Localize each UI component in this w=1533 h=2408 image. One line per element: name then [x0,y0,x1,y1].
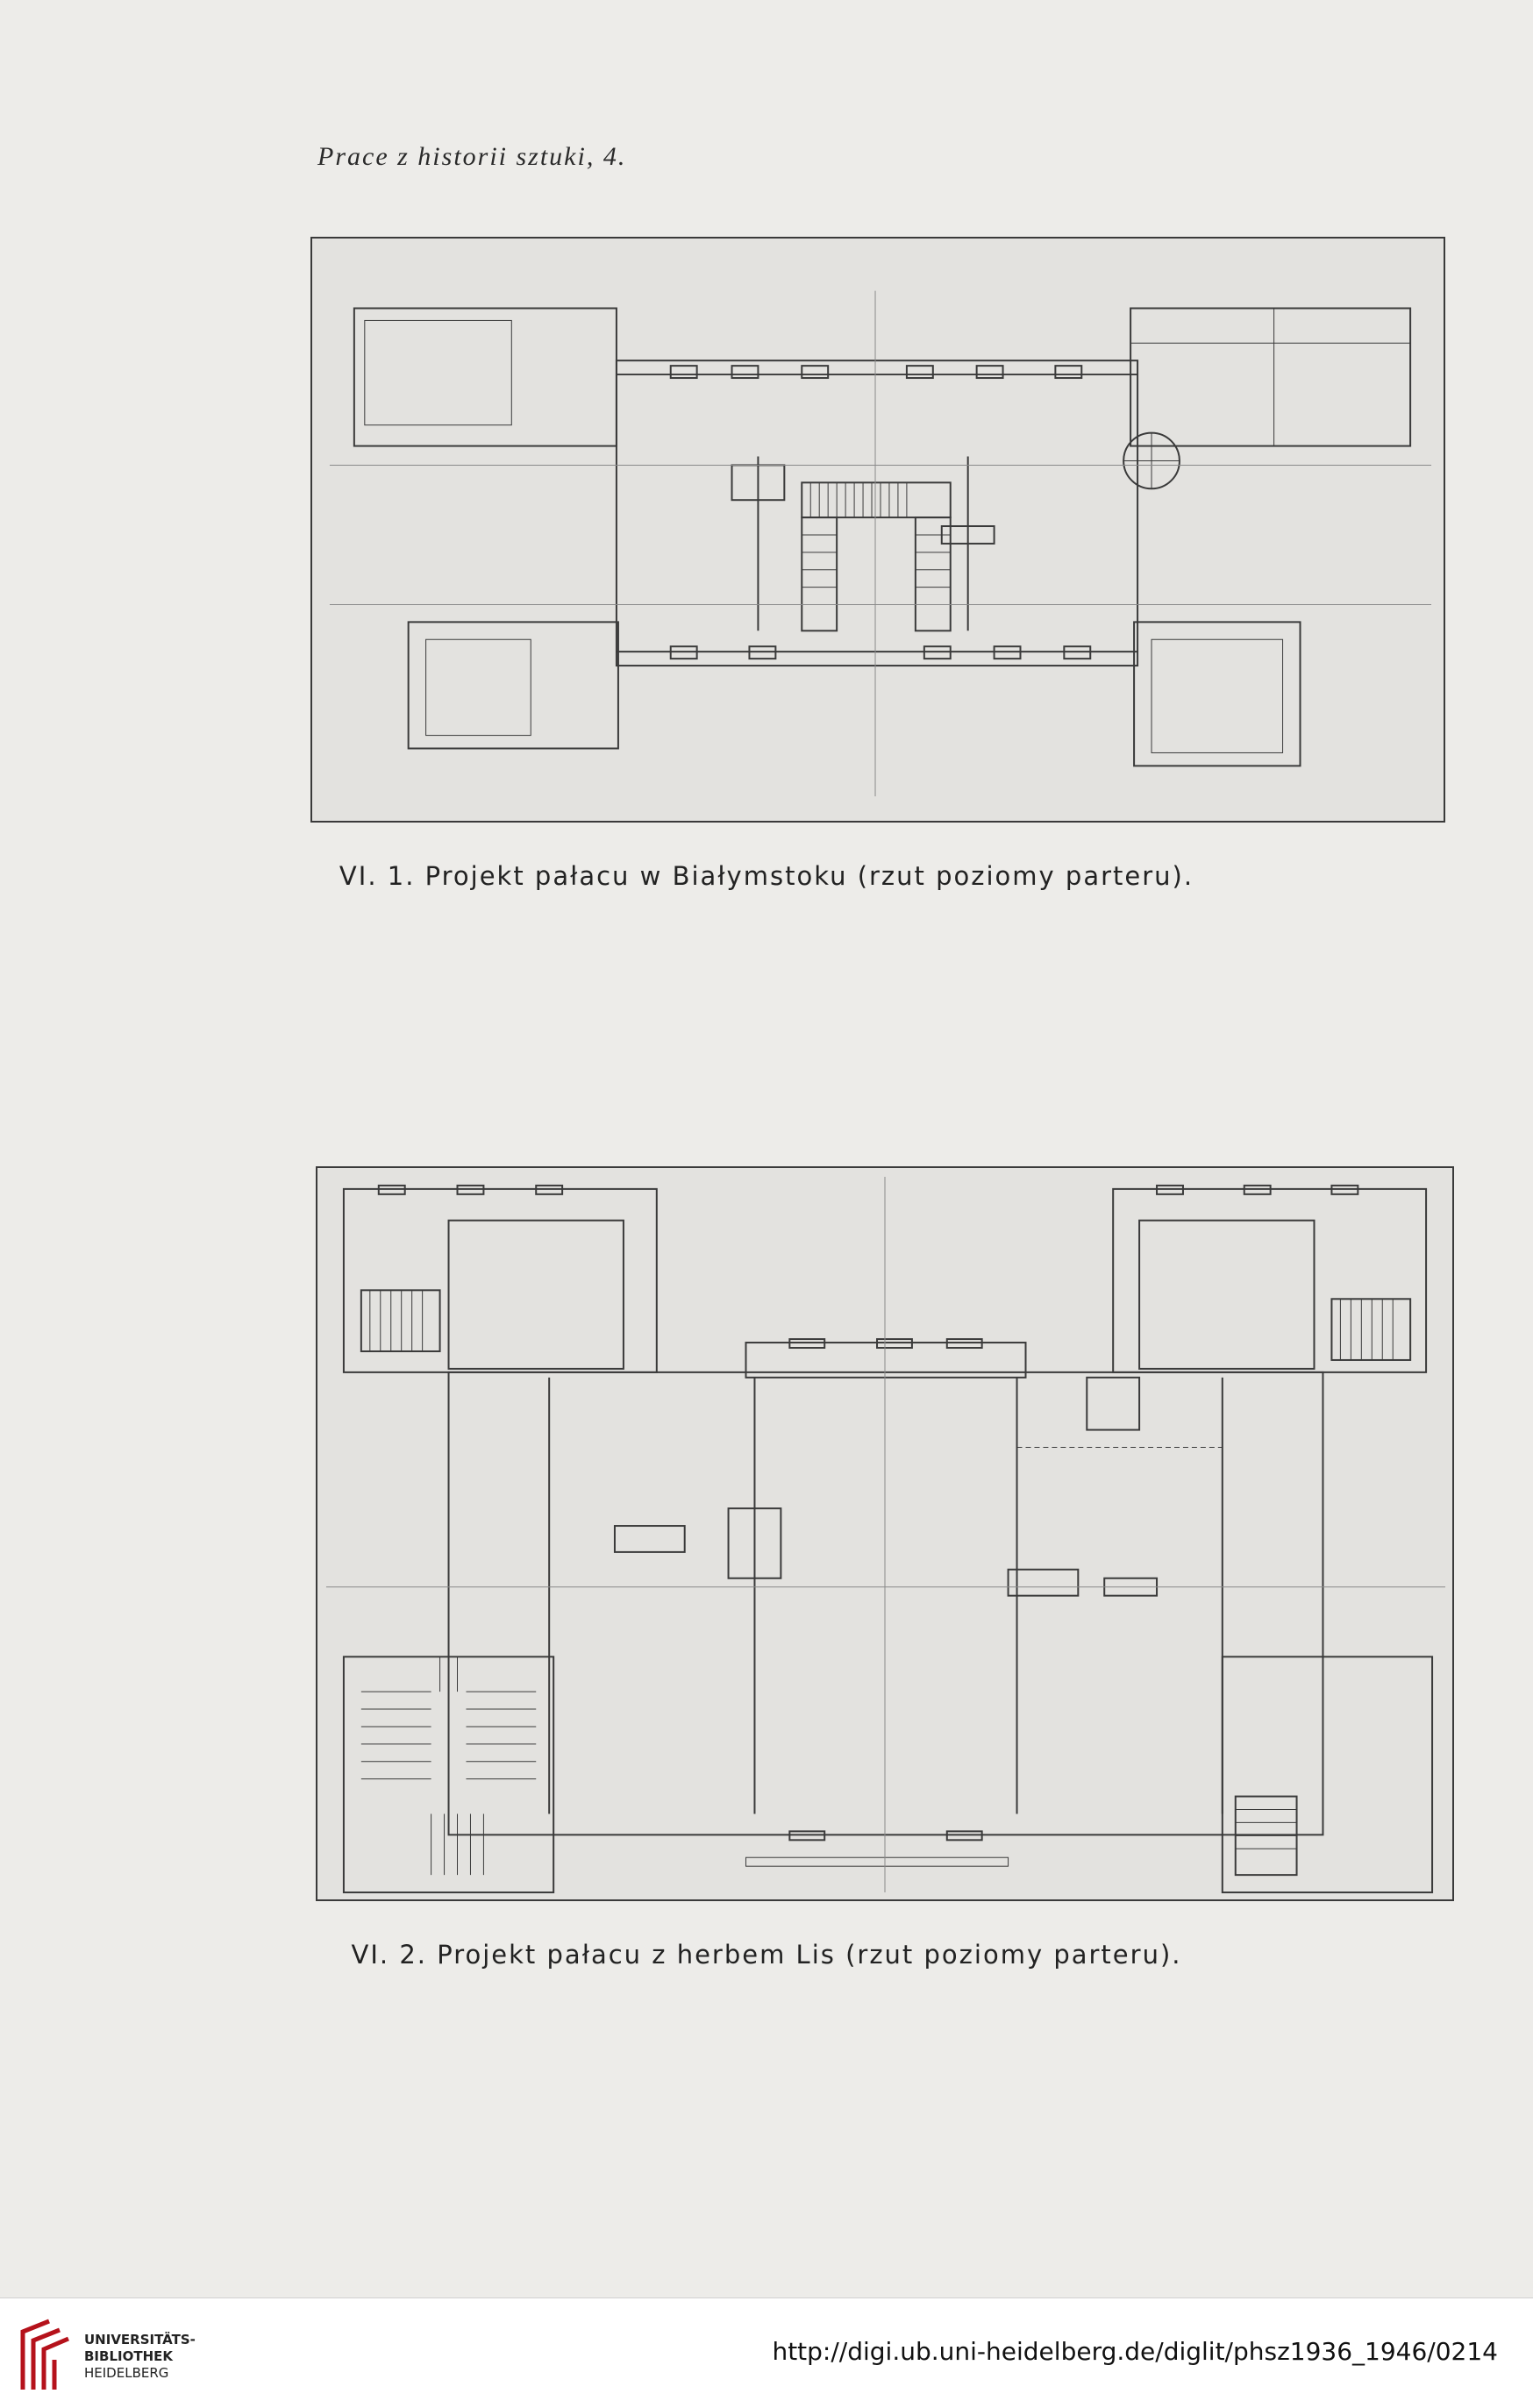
figure-2-caption: VI. 2. Projekt pałacu z herbem Lis (rzut… [351,1940,1182,1970]
library-logo-icon [20,2319,69,2390]
logo-line-3: HEIDELBERG [84,2365,169,2381]
library-logo-text: UNIVERSITÄTS- BIBLIOTHEK HEIDELBERG [84,2332,196,2382]
figure-1-caption: VI. 1. Projekt pałacu w Białymstoku (rzu… [339,861,1194,891]
floor-plan-drawing-1 [329,290,1432,797]
running-head: Prace z historii sztuki, 4. [317,142,627,171]
footer-bar: UNIVERSITÄTS- BIBLIOTHEK HEIDELBERG http… [0,2298,1533,2408]
logo-line-2: BIBLIOTHEK [84,2348,173,2364]
logo-line-1: UNIVERSITÄTS- [84,2332,196,2347]
floor-plan-drawing-2 [325,1176,1446,1894]
permalink-url[interactable]: http://digi.ub.uni-heidelberg.de/diglit/… [772,2337,1498,2366]
floor-plan-image-1 [310,237,1445,823]
floor-plan-image-2 [316,1166,1454,1901]
scanned-page: Prace z historii sztuki, 4. [310,142,1454,1970]
